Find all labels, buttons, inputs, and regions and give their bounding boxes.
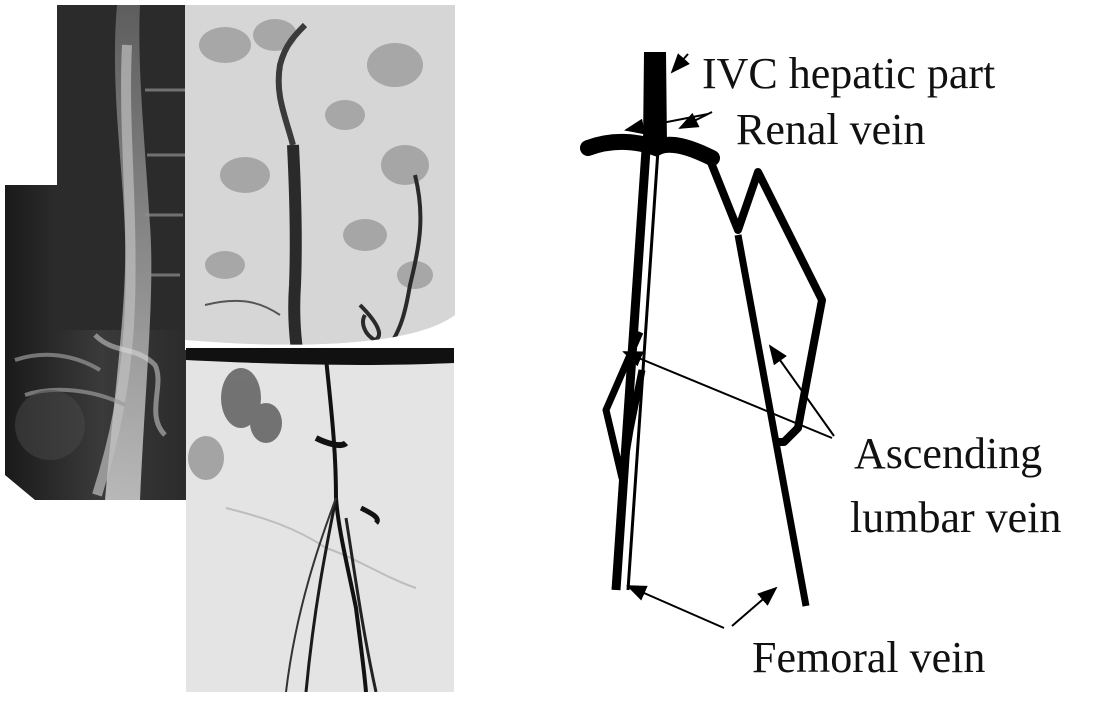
femoral-arrow-left (628, 586, 724, 628)
femoral-arrow-right (732, 588, 776, 626)
femoral-vein-label: Femoral vein (752, 636, 985, 680)
ascending-lumbar-label-line1: Ascending (854, 432, 1042, 476)
renal-arrow-left (626, 114, 708, 130)
ascending-arrow-left (624, 352, 832, 438)
renal-arrow-right (680, 112, 712, 128)
renal-vein-label: Renal vein (736, 108, 925, 152)
ivc-arrow (672, 54, 688, 72)
ivc-hepatic-label: IVC hepatic part (702, 52, 995, 96)
ascending-arrow-right (770, 346, 834, 436)
ascending-lumbar-label-line2: lumbar vein (850, 496, 1061, 540)
